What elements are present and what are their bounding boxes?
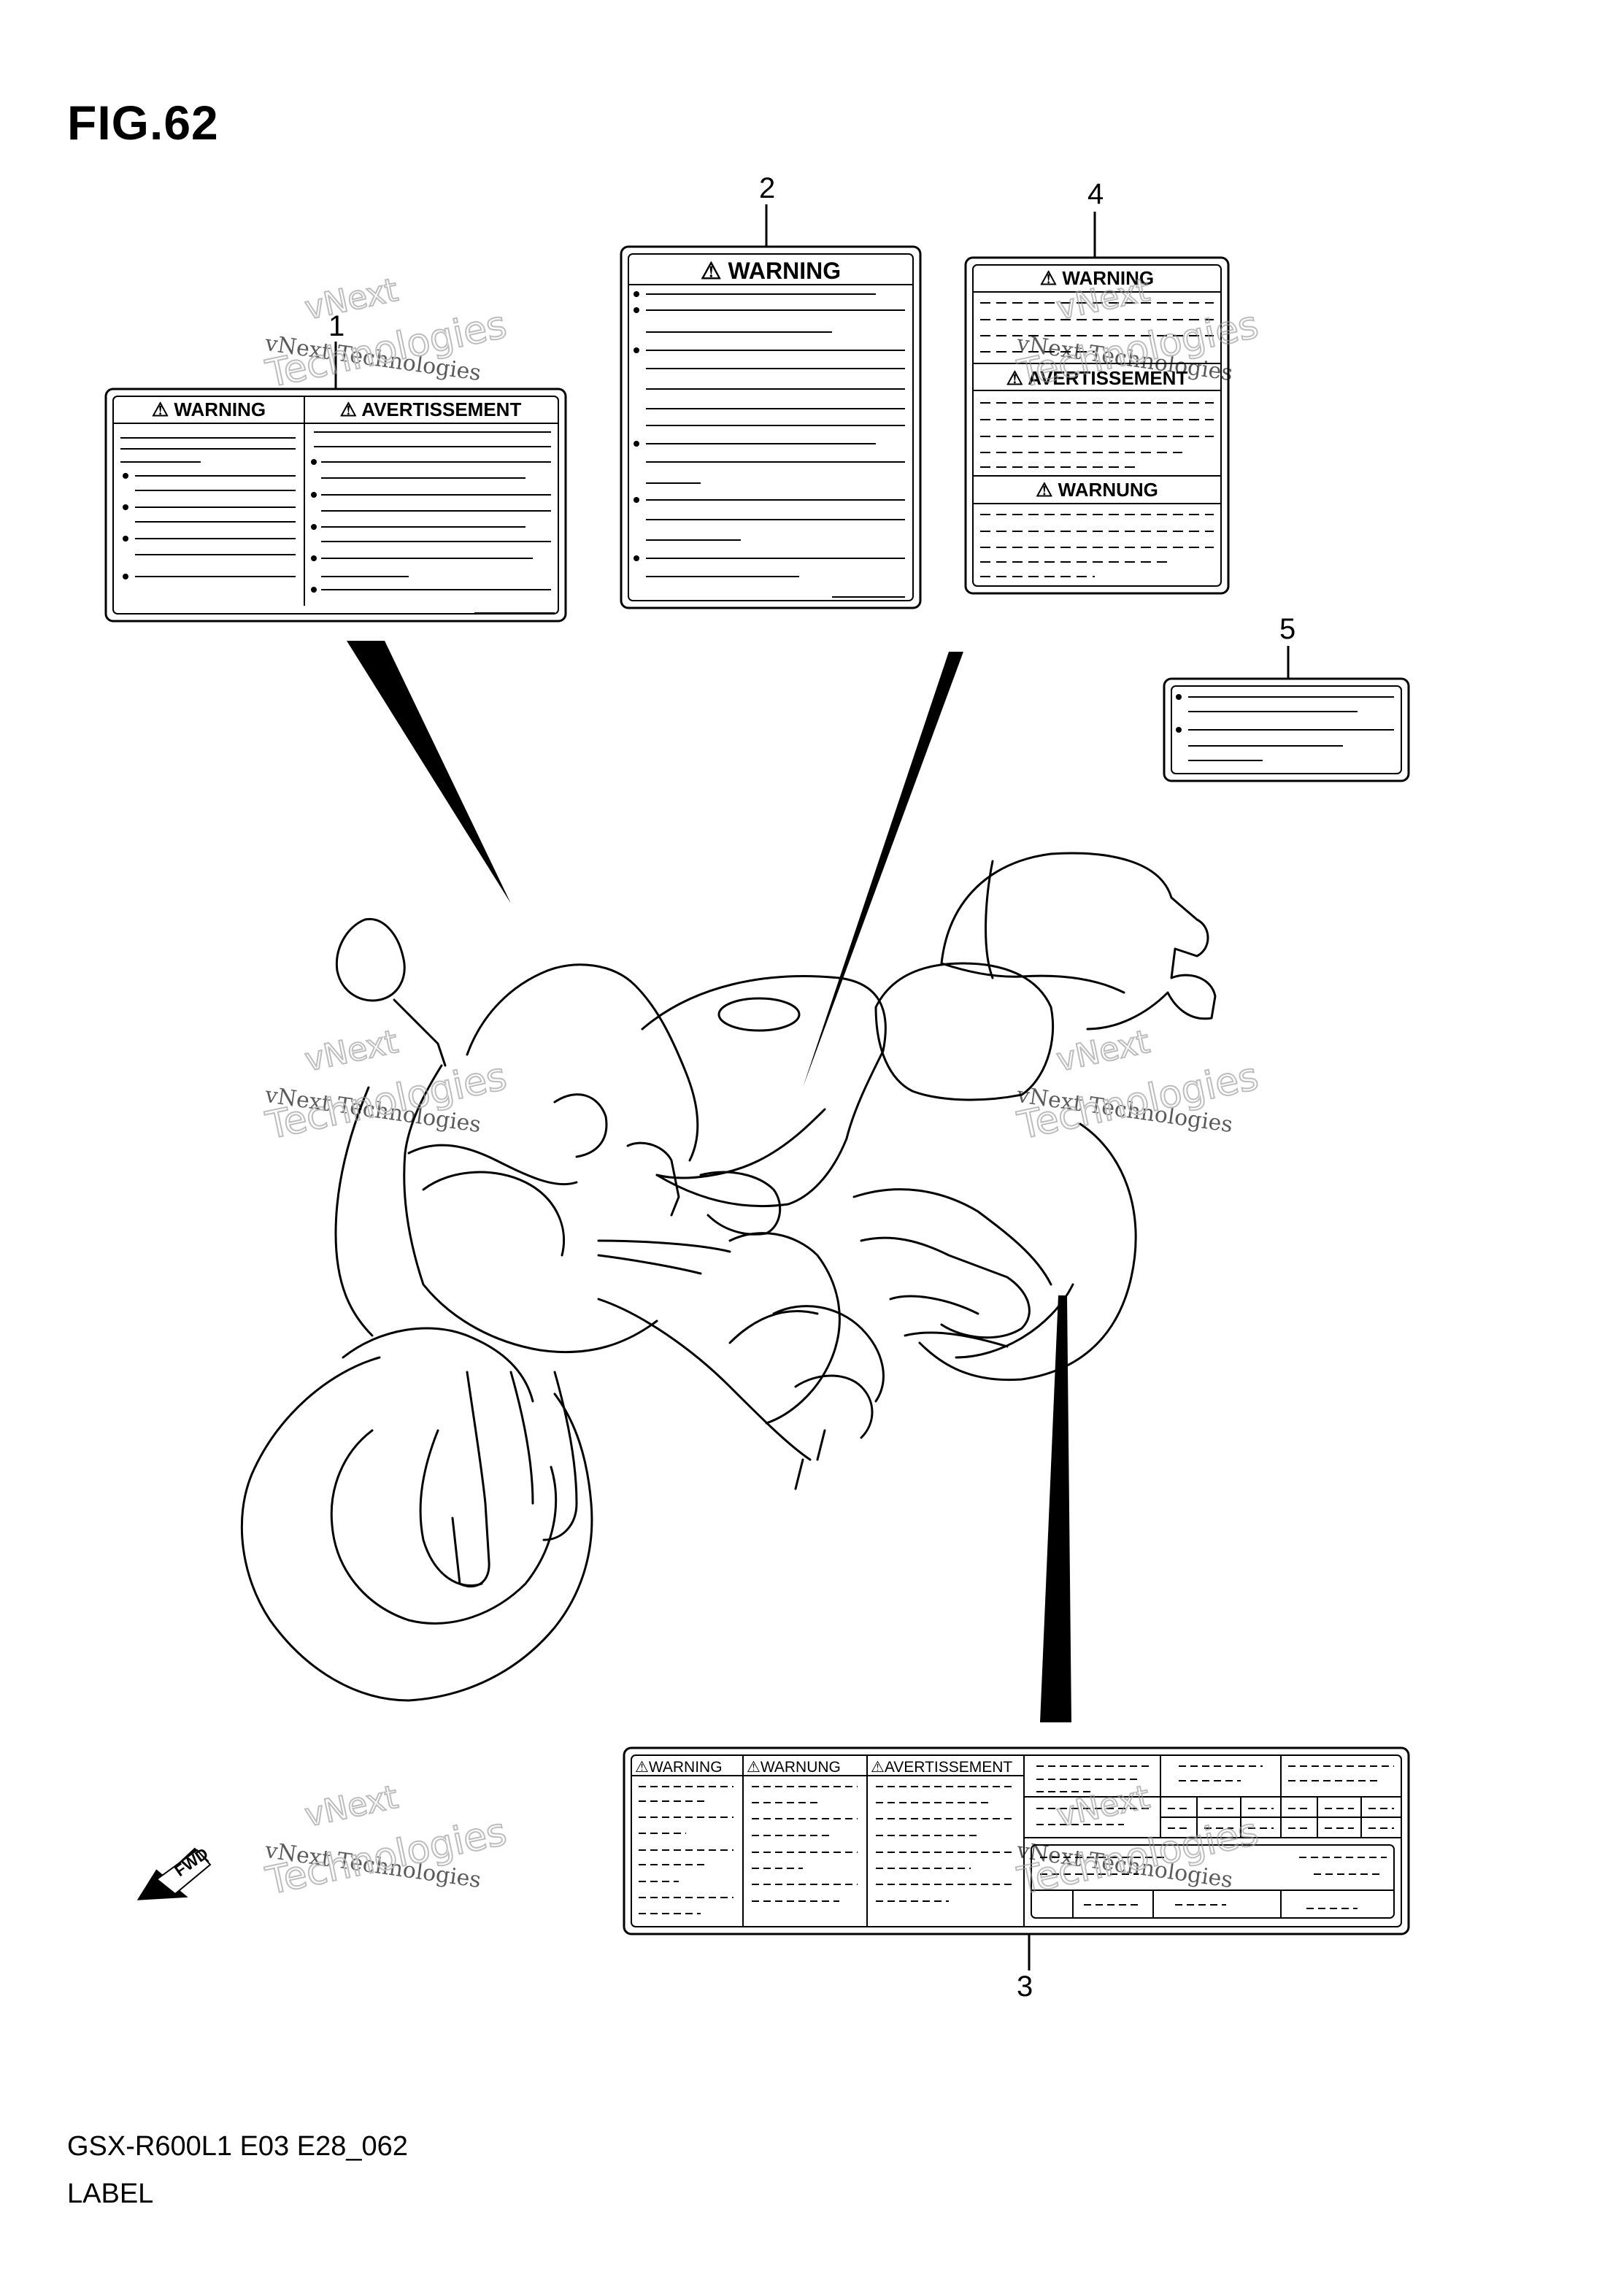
watermark-large: vNext <box>301 1023 401 1079</box>
label1-bullets <box>123 459 317 593</box>
pointer-label-2 <box>803 652 963 1087</box>
label-1[interactable]: ⚠ WARNING ⚠ AVERTISSEMENT <box>104 342 567 623</box>
callout-3[interactable]: 3 <box>1017 1971 1033 2003</box>
section-label: LABEL <box>67 2178 154 2209</box>
pointer-wedges <box>347 641 1071 1722</box>
label2-bullets <box>634 291 639 561</box>
label1-text-lines <box>120 431 555 614</box>
figure-title: FIG.62 <box>67 96 219 150</box>
callout-5[interactable]: 5 <box>1279 613 1296 645</box>
label1-avertissement-heading: ⚠ AVERTISSEMENT <box>340 398 522 420</box>
motorcycle-outline <box>240 852 1217 1702</box>
label2-text-lines <box>646 293 905 598</box>
label-5[interactable] <box>1163 646 1410 782</box>
label4-warning-heading: ⚠ WARNING <box>1040 267 1154 289</box>
label4-avertissement-heading: ⚠ AVERTISSEMENT <box>1006 367 1188 389</box>
watermark-large: vNext <box>301 1779 401 1835</box>
label-4[interactable]: ⚠ WARNING ⚠ AVERTISSEMENT ⚠ WARNUNG <box>964 212 1230 595</box>
model-code: GSX-R600L1 E03 E28_062 <box>67 2131 408 2162</box>
label3-warning-heading: ⚠WARNING <box>635 1759 723 1776</box>
pointer-label-3 <box>1040 1295 1071 1722</box>
label3-avertissement-heading: ⚠AVERTISSEMENT <box>871 1759 1012 1776</box>
label1-warning-heading: ⚠ WARNING <box>152 398 266 420</box>
label5-text-lines <box>1188 696 1394 761</box>
label3-warnung-heading: ⚠WARNUNG <box>747 1759 841 1776</box>
watermark-large: vNext <box>1053 1023 1152 1079</box>
label2-warning-heading: ⚠ WARNING <box>701 258 841 284</box>
watermark-large: vNext <box>301 271 401 328</box>
label4-warnung-heading: ⚠ WARNUNG <box>1036 479 1158 501</box>
label-2[interactable]: ⚠ WARNING <box>620 204 922 609</box>
callout-2[interactable]: 2 <box>759 172 776 204</box>
fwd-arrow-icon: FWD <box>136 1844 212 1900</box>
pointer-label-1 <box>347 641 511 904</box>
label3-dashed-lines <box>639 1765 1394 1914</box>
label-3[interactable]: ⚠WARNING ⚠WARNUNG ⚠AVERTISSEMENT <box>623 1746 1410 1971</box>
callout-4[interactable]: 4 <box>1087 178 1104 210</box>
callout-1[interactable]: 1 <box>328 310 345 342</box>
label4-dashed-lines <box>980 302 1214 577</box>
